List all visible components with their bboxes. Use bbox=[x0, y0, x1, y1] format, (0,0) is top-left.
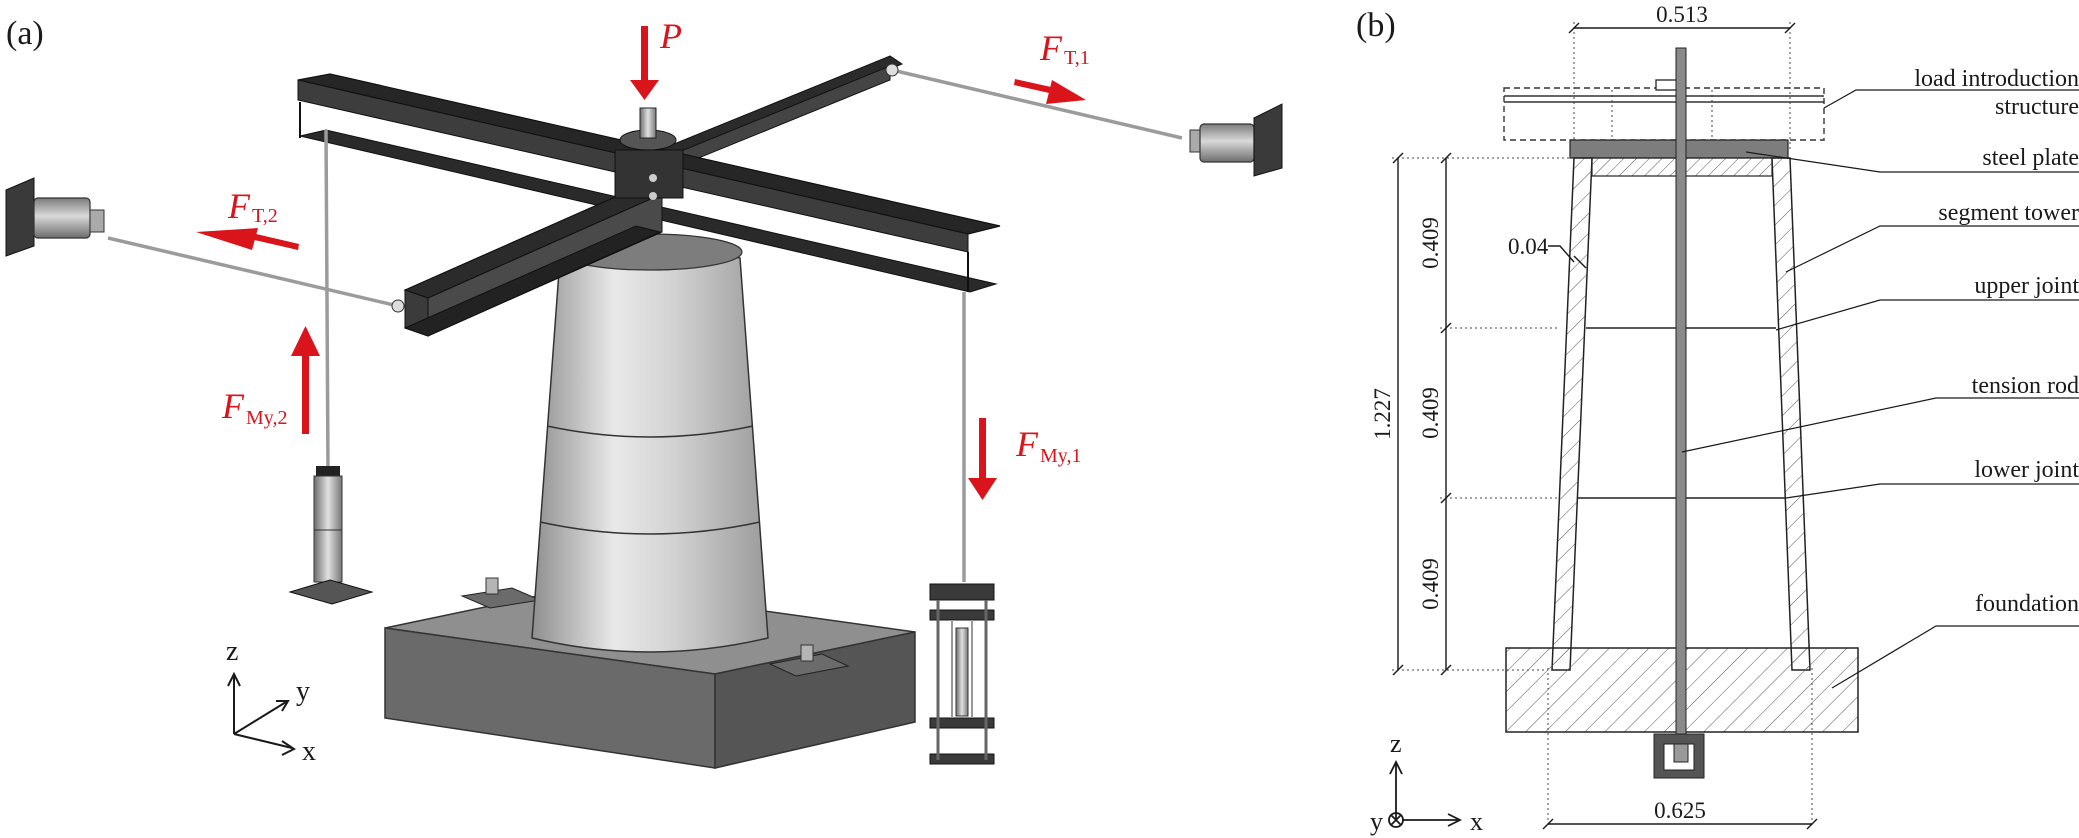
cables bbox=[107, 68, 1183, 582]
dim-bottom-width: 0.625 bbox=[1654, 798, 1706, 823]
tower-3d bbox=[531, 233, 769, 653]
actuator-t2 bbox=[5, 177, 105, 257]
force-p-label: P bbox=[659, 16, 682, 56]
cable-eye-t1 bbox=[885, 63, 899, 77]
dim-top-width: 0.513 bbox=[1656, 2, 1708, 27]
dim-wall-thickness: 0.04 bbox=[1508, 234, 1549, 259]
axis-z-label-a: z bbox=[226, 636, 238, 667]
label-load-introduction: load introduction bbox=[1914, 66, 2079, 92]
axis-z-label-b: z bbox=[1390, 729, 1402, 758]
anchor-plate-left bbox=[460, 577, 542, 609]
axis-x-label-a: x bbox=[302, 736, 316, 767]
force-t2-arrow bbox=[196, 228, 299, 250]
tower-section bbox=[1551, 157, 1811, 671]
panel-b: (b) bbox=[1356, 2, 2079, 836]
dim-segment-2: 0.409 bbox=[1418, 387, 1443, 439]
panel-a: (a) bbox=[5, 15, 1283, 769]
panel-b-label: (b) bbox=[1356, 7, 1396, 44]
label-foundation: foundation bbox=[1975, 591, 2079, 617]
actuator-t1 bbox=[1189, 103, 1283, 177]
axis-y-label-a: y bbox=[296, 676, 310, 707]
label-lower-joint: lower joint bbox=[1974, 457, 2079, 483]
axis-x-label-b: x bbox=[1470, 807, 1483, 836]
label-upper-joint: upper joint bbox=[1974, 273, 2079, 299]
leader-lines bbox=[1681, 89, 2079, 689]
force-t1-arrow bbox=[1014, 79, 1086, 104]
tension-rod bbox=[1675, 47, 1687, 771]
actuator-my1 bbox=[929, 583, 995, 765]
actuator-my2 bbox=[288, 466, 374, 605]
load-introduction-structure bbox=[1503, 79, 1825, 141]
axes-b bbox=[1388, 759, 1463, 828]
cable-eye-t2 bbox=[391, 299, 405, 313]
dim-segment-1: 0.409 bbox=[1418, 217, 1443, 269]
panel-a-label: (a) bbox=[6, 15, 44, 52]
force-arrows bbox=[196, 26, 1086, 500]
cross-beams bbox=[297, 55, 1001, 337]
dim-segment-3: 0.409 bbox=[1418, 558, 1443, 610]
dim-total-height: 1.227 bbox=[1370, 388, 1395, 440]
anchor-plate-right bbox=[768, 644, 850, 677]
dimension-lines bbox=[1392, 22, 1818, 830]
label-tension-rod: tension rod bbox=[1972, 373, 2079, 399]
foundation-block-3d bbox=[384, 577, 916, 769]
axis-y-label-b: y bbox=[1370, 807, 1383, 836]
rod-anchor bbox=[1653, 733, 1705, 779]
force-my1-arrow bbox=[968, 418, 997, 500]
annotations: load introduction structure steel plate … bbox=[1914, 66, 2079, 617]
force-my2-arrow bbox=[291, 326, 320, 434]
axes-a bbox=[227, 671, 296, 756]
label-steel-plate: steel plate bbox=[1982, 145, 2079, 171]
label-segment-tower: segment tower bbox=[1938, 200, 2079, 226]
force-p-arrow bbox=[630, 26, 659, 100]
label-load-structure: structure bbox=[1995, 94, 2079, 120]
